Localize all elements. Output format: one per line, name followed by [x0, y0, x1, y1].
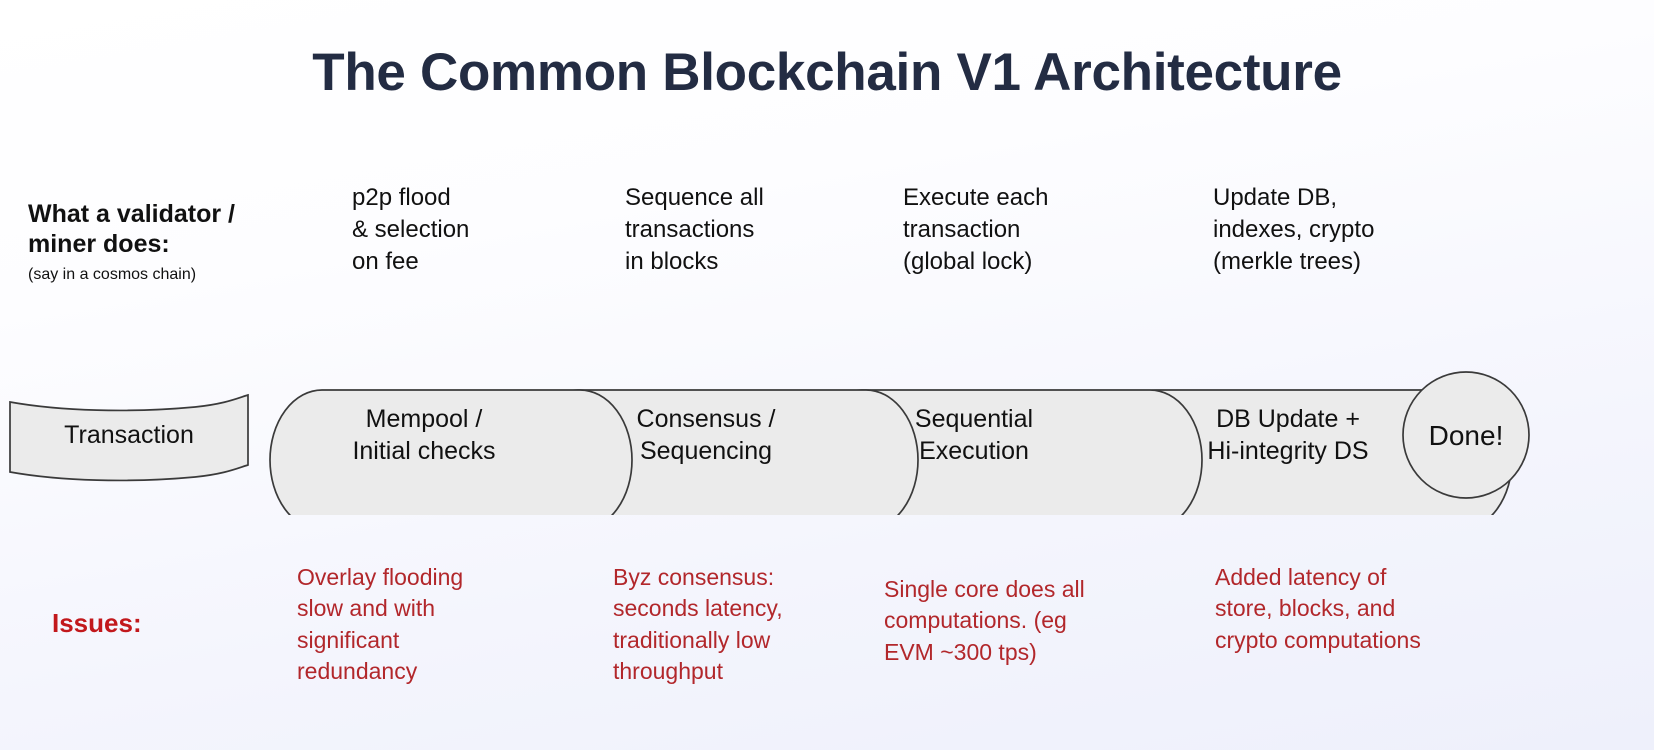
issue-mempool: Overlay flooding slow and with significa… [297, 564, 464, 684]
stage-label-consensus-line1: Consensus / [637, 405, 776, 433]
done-label: Done! [1429, 420, 1504, 451]
validator-row-label: What a validator / miner does: (say in a… [28, 200, 278, 284]
stage-description-dbupdate: Update DB, indexes, crypto (merkle trees… [1213, 184, 1375, 275]
stage-label-mempool-line2: Initial checks [352, 437, 495, 465]
transaction-shape [9, 393, 249, 482]
stage-label-consensus-line2: Sequencing [640, 437, 772, 465]
page-title: The Common Blockchain V1 Architecture [312, 43, 1342, 102]
stage-label-dbupdate-line2: Hi-integrity DS [1207, 437, 1368, 465]
issue-consensus: Byz consensus: seconds latency, traditio… [613, 564, 783, 684]
validator-row-label-subtitle: (say in a cosmos chain) [28, 266, 197, 283]
issue-dbupdate: Added latency of store, blocks, and cryp… [1215, 564, 1421, 653]
stage-label-mempool-line1: Mempool / [366, 405, 483, 433]
stage-shape-mempool [269, 389, 633, 515]
pipeline-diagram: Transaction Done! Mempool / Initial chec… [9, 371, 1530, 515]
transaction-label: Transaction [64, 421, 194, 449]
stage-label-execution-line2: Execution [919, 437, 1029, 465]
stage-label-execution-line1: Sequential [915, 405, 1033, 433]
stage-description-mempool: p2p flood & selection on fee [352, 184, 470, 275]
stage-description-consensus: Sequence all transactions in blocks [625, 184, 764, 275]
issue-execution: Single core does all computations. (eg E… [884, 576, 1085, 665]
issues-row-label: Issues: [52, 608, 142, 638]
stage-description-execution: Execute each transaction (global lock) [903, 184, 1049, 275]
validator-row-label-title: What a validator / miner does: [28, 200, 235, 258]
done-shape [1402, 371, 1530, 499]
stage-label-dbupdate-line1: DB Update + [1216, 405, 1360, 433]
